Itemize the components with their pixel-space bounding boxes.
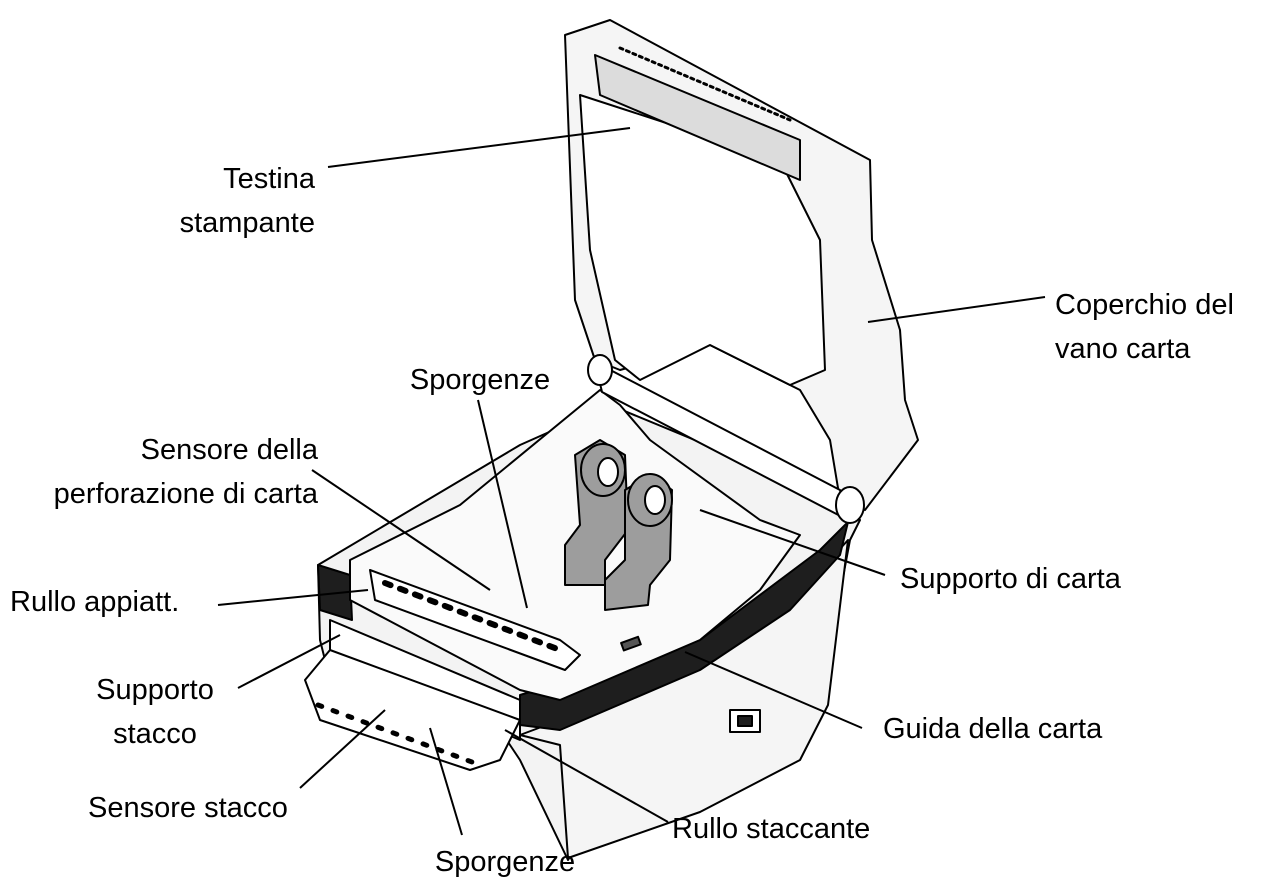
platen-roller-ridges [382, 580, 563, 653]
label-paper-guide: Guida della carta [883, 707, 1143, 751]
peel-assembly-front [304, 649, 521, 771]
label-platen-roller: Rullo appiatt. [10, 580, 220, 624]
label-peel-sensor-text: Sensore stacco [88, 792, 288, 824]
print-head-bar [594, 54, 801, 181]
label-peel-sensor: Sensore stacco [88, 786, 313, 830]
label-print-head-line1: Testina [223, 163, 315, 195]
leader-peel-sensor [299, 709, 386, 789]
hinge-knob-right [835, 486, 865, 524]
label-paper-cover: Coperchio del vano carta [1055, 283, 1260, 371]
label-print-head: Testina stampante [150, 157, 315, 245]
label-paper-holder-text: Supporto di carta [900, 563, 1121, 595]
label-peel-support: Supporto stacco [75, 668, 235, 756]
paper-holder-right-hole [644, 485, 666, 515]
leader-protrusions-bottom [429, 727, 463, 836]
label-platen-roller-text: Rullo appiatt. [10, 586, 180, 618]
label-peel-roller: Rullo staccante [672, 807, 907, 851]
label-peel-support-line1: Supporto [96, 674, 214, 706]
paper-cover-inner [579, 94, 826, 386]
leader-protrusions-top [477, 399, 528, 609]
label-paper-cover-line2: vano carta [1055, 333, 1191, 365]
label-protrusions-bottom-text: Sporgenze [434, 846, 576, 878]
label-print-head-line2: stampante [179, 207, 315, 239]
leader-perforation-sensor [311, 469, 491, 591]
label-protrusions-top-text: Sporgenze [409, 364, 551, 396]
peel-assembly-slots [315, 702, 483, 768]
leader-paper-cover [867, 296, 1046, 323]
leader-peel-roller [504, 729, 669, 823]
print-head-teeth [618, 46, 792, 122]
label-paper-guide-text: Guida della carta [883, 713, 1103, 745]
power-switch-toggle [737, 715, 753, 727]
label-protrusions-bottom: Sporgenze [405, 840, 605, 884]
leader-lines [217, 127, 1046, 836]
paper-guide-tab [620, 635, 642, 652]
label-perforation-sensor-line1: Sensore della [140, 434, 318, 466]
leader-paper-holder [699, 509, 886, 576]
label-peel-support-line2: stacco [113, 718, 197, 750]
printer-illustration [304, 19, 919, 861]
label-paper-cover-line1: Coperchio del [1055, 289, 1234, 321]
label-peel-roller-text: Rullo staccante [672, 813, 871, 845]
paper-holder-left-hole [597, 457, 619, 487]
label-protrusions-top: Sporgenze [380, 358, 580, 402]
leader-peel-support [237, 634, 341, 689]
hinge-knob-left [587, 354, 613, 386]
label-paper-holder: Supporto di carta [900, 557, 1160, 601]
label-perforation-sensor-line2: perforazione di carta [53, 478, 318, 510]
leader-print-head [327, 127, 631, 168]
leader-paper-guide [684, 651, 863, 729]
label-perforation-sensor: Sensore della perforazione di carta [5, 428, 318, 516]
leader-platen-roller [217, 589, 369, 606]
